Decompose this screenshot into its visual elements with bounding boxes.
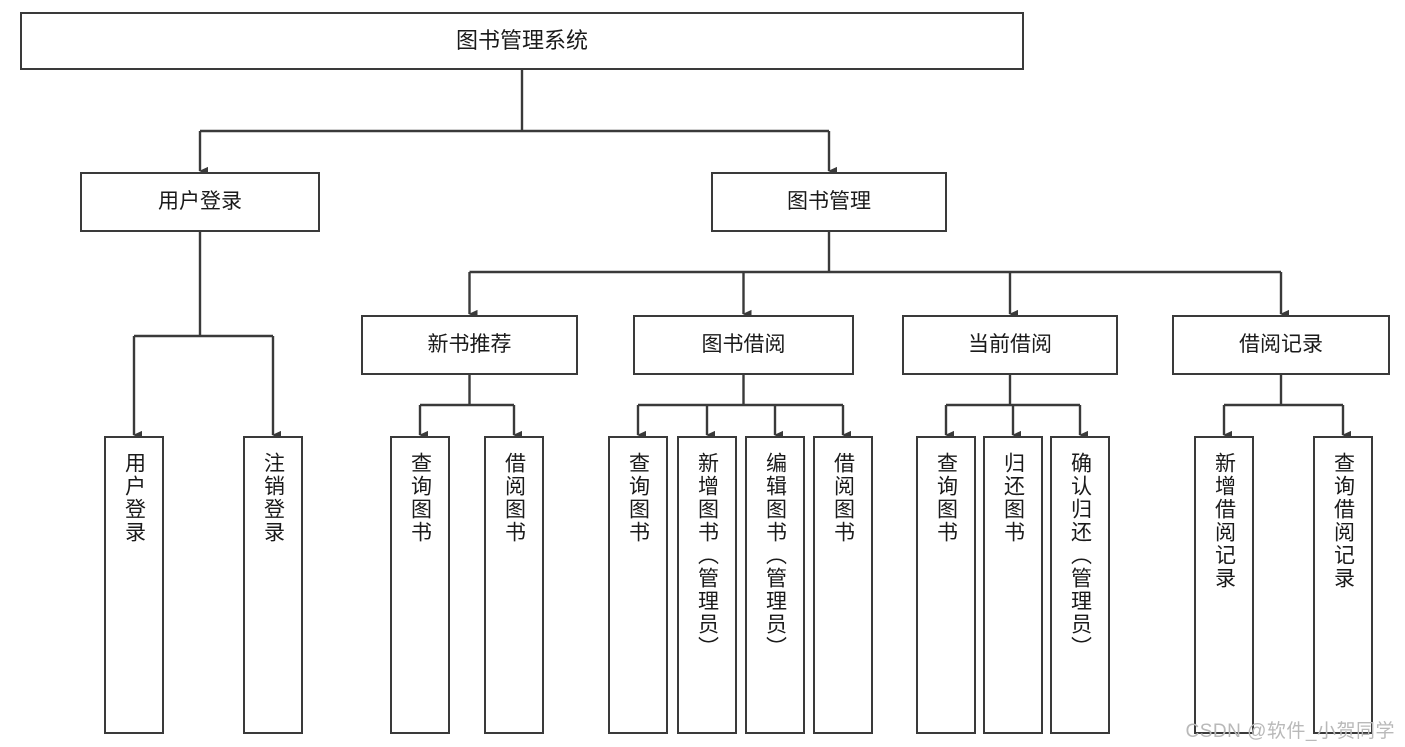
node-root-label: 图书管理系统 (455, 28, 588, 54)
node-leaf-borrow-book-2[interactable]: 借阅图书 (813, 436, 873, 734)
node-leaf-borrow-book-1-label: 借阅图书 (502, 452, 526, 544)
node-leaf-query-record-label: 查询借阅记录 (1331, 452, 1355, 590)
node-leaf-return-book-label: 归还图书 (1001, 452, 1025, 544)
node-leaf-query-book-3[interactable]: 查询图书 (916, 436, 976, 734)
node-user-login-label: 用户登录 (158, 189, 242, 213)
node-leaf-borrow-book-1[interactable]: 借阅图书 (484, 436, 544, 734)
node-leaf-query-book-1-label: 查询图书 (408, 452, 432, 544)
node-new-book-recommend-label: 新书推荐 (427, 332, 512, 356)
node-leaf-add-book-label: 新增图书（管理员） (695, 452, 719, 659)
node-borrow-record-label: 借阅记录 (1239, 332, 1323, 356)
node-leaf-edit-book-label: 编辑图书（管理员） (763, 452, 787, 659)
node-leaf-user-login[interactable]: 用户登录 (104, 436, 164, 734)
node-leaf-confirm-return-label: 确认归还（管理员） (1068, 452, 1092, 659)
node-borrow-record[interactable]: 借阅记录 (1172, 315, 1390, 375)
node-leaf-logout-label: 注销登录 (261, 452, 285, 544)
node-leaf-confirm-return[interactable]: 确认归还（管理员） (1050, 436, 1110, 734)
node-leaf-query-book-2[interactable]: 查询图书 (608, 436, 668, 734)
node-leaf-logout[interactable]: 注销登录 (243, 436, 303, 734)
node-book-manage[interactable]: 图书管理 (711, 172, 947, 232)
node-book-borrow[interactable]: 图书借阅 (633, 315, 854, 375)
node-leaf-edit-book[interactable]: 编辑图书（管理员） (745, 436, 805, 734)
node-leaf-return-book[interactable]: 归还图书 (983, 436, 1043, 734)
watermark: CSDN @软件_小贺同学 (1185, 721, 1395, 742)
node-leaf-add-record[interactable]: 新增借阅记录 (1194, 436, 1254, 734)
node-leaf-add-book[interactable]: 新增图书（管理员） (677, 436, 737, 734)
node-user-login[interactable]: 用户登录 (80, 172, 320, 232)
node-book-borrow-label: 图书借阅 (701, 332, 786, 356)
node-current-borrow-label: 当前借阅 (968, 332, 1052, 356)
node-leaf-query-book-1[interactable]: 查询图书 (390, 436, 450, 734)
node-leaf-user-login-label: 用户登录 (122, 452, 146, 544)
node-leaf-query-book-3-label: 查询图书 (934, 452, 958, 544)
node-leaf-add-record-label: 新增借阅记录 (1212, 452, 1236, 590)
node-new-book-recommend[interactable]: 新书推荐 (361, 315, 578, 375)
node-root[interactable]: 图书管理系统 (20, 12, 1024, 70)
node-leaf-query-record[interactable]: 查询借阅记录 (1313, 436, 1373, 734)
node-leaf-borrow-book-2-label: 借阅图书 (831, 452, 855, 544)
node-leaf-query-book-2-label: 查询图书 (626, 452, 650, 544)
node-current-borrow[interactable]: 当前借阅 (902, 315, 1118, 375)
node-book-manage-label: 图书管理 (787, 189, 871, 213)
